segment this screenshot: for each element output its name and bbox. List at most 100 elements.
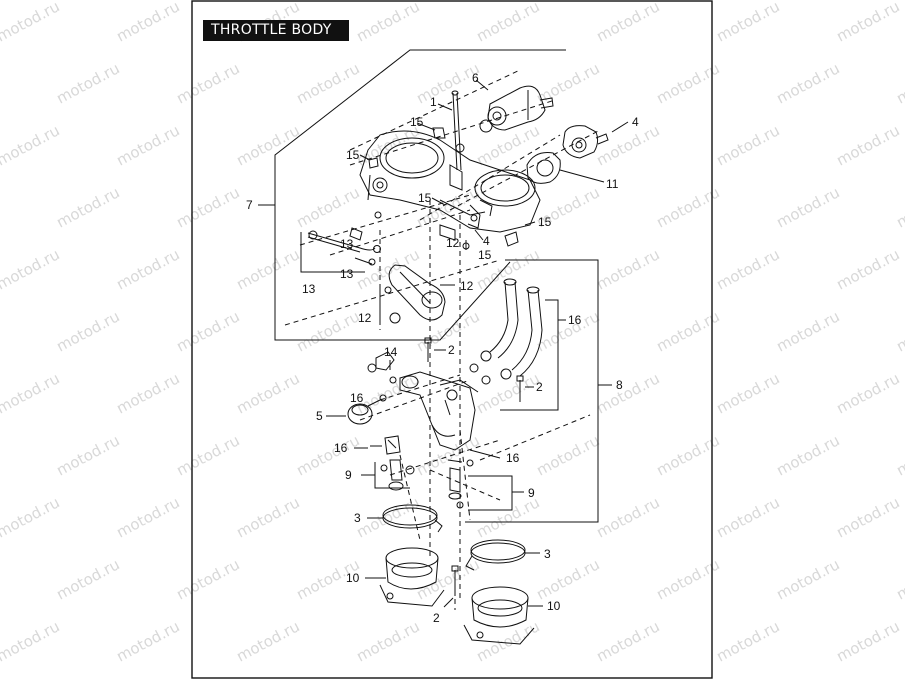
watermark-text: motod.ru <box>353 617 422 665</box>
watermark-text: motod.ru <box>593 245 662 293</box>
callout-4: 4 <box>632 115 639 129</box>
watermark-text: motod.ru <box>293 307 362 355</box>
watermark-text: motod.ru <box>773 59 842 107</box>
callout-4: 4 <box>483 234 490 248</box>
watermark-text: motod.ru <box>773 555 842 603</box>
callout-2: 2 <box>536 380 543 394</box>
watermark-text: motod.ru <box>833 369 902 417</box>
watermark-text: motod.ru <box>833 245 902 293</box>
callout-labels: 1 6 4 11 15 15 15 15 15 7 4 12 12 12 13 … <box>246 71 639 625</box>
part-7-throttle-body <box>359 130 541 233</box>
watermark-text: motod.ru <box>833 121 902 169</box>
callout-15: 15 <box>538 215 552 229</box>
watermark-text: motod.ru <box>593 0 662 46</box>
watermark-text: motod.ru <box>533 59 602 107</box>
watermark-text: motod.ru <box>0 555 3 603</box>
watermark-text: motod.ru <box>713 245 782 293</box>
callout-15: 15 <box>478 248 492 262</box>
page-border <box>191 0 713 679</box>
watermark-text: motod.ru <box>173 555 242 603</box>
part-16-hoses <box>469 278 543 385</box>
callout-8: 8 <box>616 378 623 392</box>
callout-2: 2 <box>433 611 440 625</box>
callout-1: 1 <box>430 95 437 109</box>
watermark-text: motod.ru <box>473 493 542 541</box>
watermark-text: motod.ru <box>113 245 182 293</box>
watermark-text: motod.ru <box>893 307 905 355</box>
watermark-text: motod.ru <box>893 183 905 231</box>
watermark-text: motod.ru <box>473 0 542 46</box>
watermark-text: motod.ru <box>773 307 842 355</box>
watermark-text: motod.ru <box>173 307 242 355</box>
callout-13: 13 <box>340 267 354 281</box>
watermark-text: motod.ru <box>0 369 63 417</box>
callout-12: 12 <box>358 311 372 325</box>
part-10-intake-left <box>379 547 445 607</box>
callout-15: 15 <box>346 148 360 162</box>
watermark-text: motod.ru <box>113 121 182 169</box>
watermark-text: motod.ru <box>113 369 182 417</box>
watermark-text: motod.ru <box>233 245 302 293</box>
watermark-text: motod.ru <box>173 59 242 107</box>
watermark-text: motod.ru <box>0 431 3 479</box>
group-box-8 <box>465 259 599 523</box>
watermark-text: motod.ru <box>293 183 362 231</box>
watermark-text: motod.ru <box>593 617 662 665</box>
watermark-text: motod.ru <box>353 0 422 46</box>
part-16-bolts <box>370 435 401 455</box>
callout-13: 13 <box>302 282 316 296</box>
watermark-text: motod.ru <box>113 493 182 541</box>
watermark-text: motod.ru <box>0 617 63 665</box>
part-8-fuel-rail <box>399 371 479 451</box>
watermark-text: motod.ru <box>353 493 422 541</box>
watermark-text: motod.ru <box>233 369 302 417</box>
watermark-text: motod.ru <box>0 307 3 355</box>
callout-13: 13 <box>340 237 354 251</box>
watermark-text: motod.ru <box>713 617 782 665</box>
callout-9: 9 <box>345 468 352 482</box>
callout-10: 10 <box>346 571 360 585</box>
watermark-text: motod.ru <box>233 617 302 665</box>
watermark-text: motod.ru <box>293 431 362 479</box>
part-5-sensor <box>347 394 387 425</box>
watermark-text: motod.ru <box>593 493 662 541</box>
watermark-text: motod.ru <box>833 617 902 665</box>
watermark-text: motod.ru <box>0 59 3 107</box>
watermark-text: motod.ru <box>233 493 302 541</box>
watermark-text: motod.ru <box>533 431 602 479</box>
watermark-text: motod.ru <box>233 121 302 169</box>
watermark-text: motod.ru <box>173 431 242 479</box>
watermark-text: motod.ru <box>353 245 422 293</box>
watermark-text: motod.ru <box>773 431 842 479</box>
watermark-text: motod.ru <box>113 0 182 46</box>
callout-15: 15 <box>418 191 432 205</box>
watermark-text: motod.ru <box>53 183 122 231</box>
watermark-text: motod.ru <box>773 183 842 231</box>
callout-12: 12 <box>446 236 460 250</box>
watermark-text: motod.ru <box>893 431 905 479</box>
callout-6: 6 <box>472 71 479 85</box>
part-12-drive <box>384 224 456 324</box>
watermark-text: motod.ru <box>0 0 63 46</box>
watermark-text: motod.ru <box>713 369 782 417</box>
callout-9: 9 <box>528 486 535 500</box>
callout-16: 16 <box>334 441 348 455</box>
watermark-text: motod.ru <box>893 555 905 603</box>
callout-14: 14 <box>384 345 398 359</box>
watermark-text: motod.ru <box>53 59 122 107</box>
watermark-text: motod.ru <box>293 59 362 107</box>
callout-2: 2 <box>448 343 455 357</box>
page-title: THROTTLE BODY <box>203 20 349 41</box>
watermark-text: motod.ru <box>53 555 122 603</box>
part-13-linkage <box>307 211 382 266</box>
part-2-bolts <box>424 337 524 596</box>
callout-11: 11 <box>606 177 619 191</box>
part-3-clamps <box>382 504 526 571</box>
callout-3: 3 <box>354 511 361 525</box>
watermark-text: motod.ru <box>533 555 602 603</box>
watermark-text: motod.ru <box>0 183 3 231</box>
watermark-text: motod.ru <box>53 431 122 479</box>
callout-7: 7 <box>246 198 253 212</box>
callout-16: 16 <box>568 313 582 327</box>
watermark-text: motod.ru <box>833 0 902 46</box>
